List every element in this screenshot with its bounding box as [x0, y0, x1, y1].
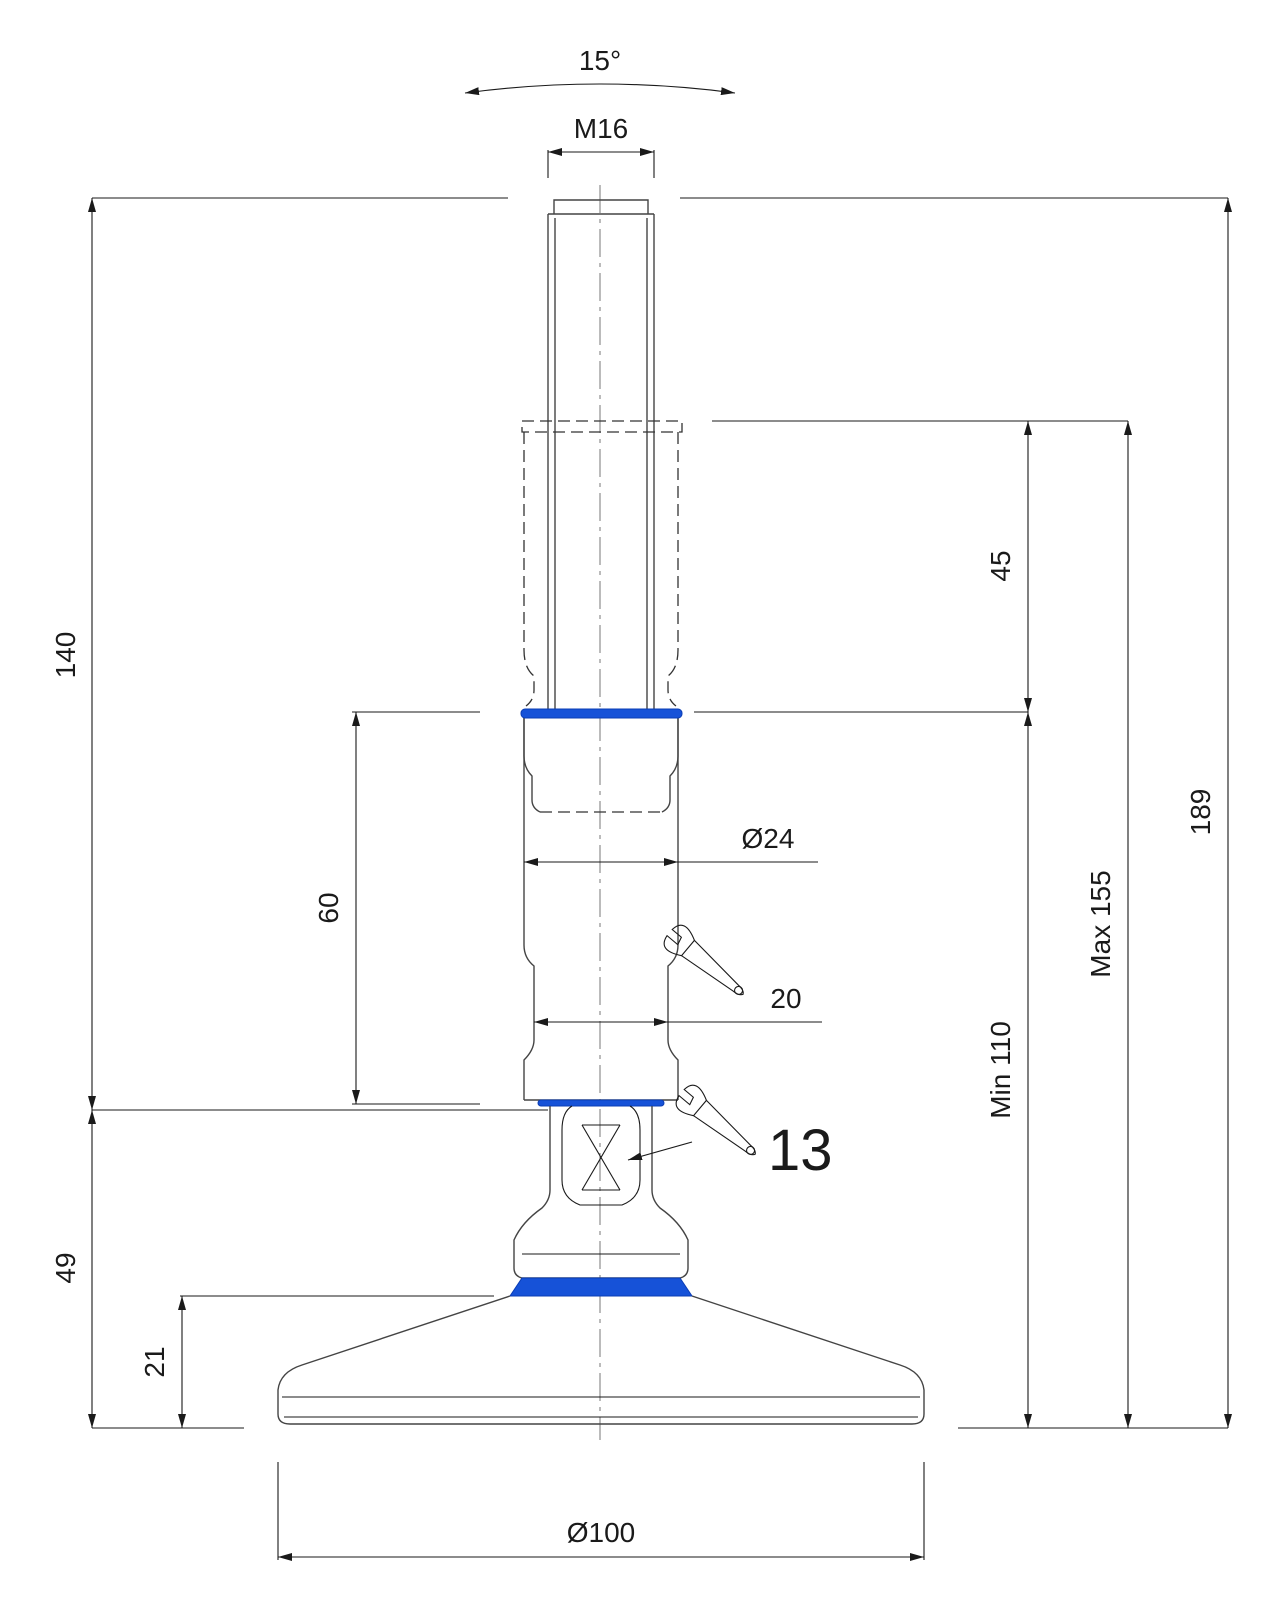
- threaded-spindle: [547, 199, 655, 712]
- angle-label: 15°: [579, 45, 621, 76]
- dim-sleeve-length-label: 60: [313, 892, 344, 923]
- angle-dimension: [464, 83, 736, 96]
- extension-lines: [92, 197, 1228, 1429]
- dim-joint-height-label: 49: [50, 1252, 81, 1283]
- dim-max-height-label: Max 155: [1085, 870, 1116, 977]
- dia-base-label: Ø100: [567, 1517, 636, 1548]
- dim-spindle-height-label: 140: [50, 632, 81, 679]
- seal-ring-mid: [537, 1099, 665, 1107]
- dim-total-height-label: 189: [1185, 789, 1216, 836]
- sleeve-body: [523, 712, 679, 1101]
- seal-ring-top: [520, 708, 683, 719]
- dim-adjust-label: 45: [985, 550, 1016, 581]
- thread-label: M16: [574, 113, 628, 144]
- wrench-icon-13: [675, 1084, 756, 1156]
- wrench-icon-20: [663, 924, 744, 996]
- base-foot: [277, 1295, 925, 1425]
- wrench-hex-label: 13: [768, 1118, 833, 1183]
- seal-ring-base: [509, 1277, 693, 1297]
- wrench-sleeve-label: 20: [770, 983, 801, 1014]
- hex-joint: [513, 1105, 689, 1279]
- dia-sleeve-label: Ø24: [742, 823, 795, 854]
- dim-min-height-label: Min 110: [985, 1021, 1016, 1119]
- leader-hex: [627, 1141, 693, 1161]
- sleeve-extended-outline: [521, 420, 683, 707]
- dim-base-height-label: 21: [139, 1346, 170, 1377]
